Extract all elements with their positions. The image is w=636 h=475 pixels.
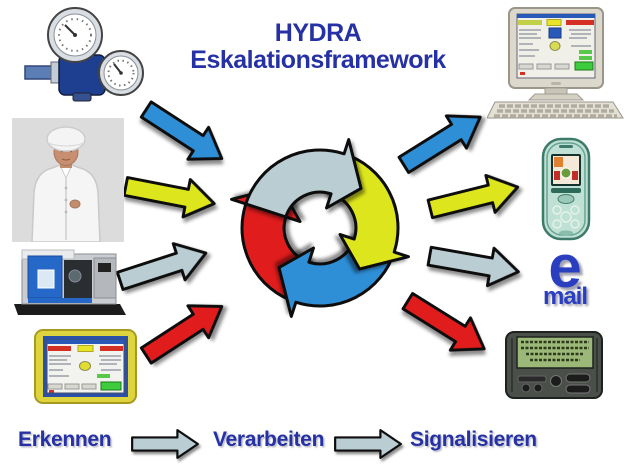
title-line2: Eskalationsframework xyxy=(190,46,446,74)
operator-icon xyxy=(12,118,124,242)
title-line1: HYDRA xyxy=(274,19,362,47)
step-label-erkennen: Erkennen xyxy=(18,428,112,451)
pressure-regulator-icon xyxy=(24,7,144,102)
pager-icon xyxy=(505,331,603,399)
escalation-cycle-icon xyxy=(230,138,410,318)
cycle-segment-top-gray xyxy=(244,138,363,219)
step-label-verarbeiten: Verarbeiten xyxy=(213,428,325,451)
output-arrow-computer xyxy=(392,99,492,183)
output-arrow-email xyxy=(424,235,524,293)
step-label-signalisieren: Signalisieren xyxy=(410,428,537,451)
hmi-terminal-icon xyxy=(34,329,137,404)
page-title: HYDRA Eskalationsframework xyxy=(0,20,636,74)
input-arrow-operator xyxy=(120,166,220,224)
email-icon: e mail xyxy=(528,233,602,311)
input-arrow-terminal xyxy=(134,289,234,373)
email-letter: e xyxy=(548,233,582,300)
process-arrow-1 xyxy=(131,429,199,459)
desktop-computer-icon xyxy=(487,7,624,119)
mobile-phone-icon xyxy=(541,137,591,241)
output-arrow-pager xyxy=(396,283,496,367)
process-arrow-2 xyxy=(334,429,402,459)
email-word: mail xyxy=(542,283,588,311)
cnc-machine-icon xyxy=(14,249,126,315)
output-arrow-phone xyxy=(424,167,524,229)
